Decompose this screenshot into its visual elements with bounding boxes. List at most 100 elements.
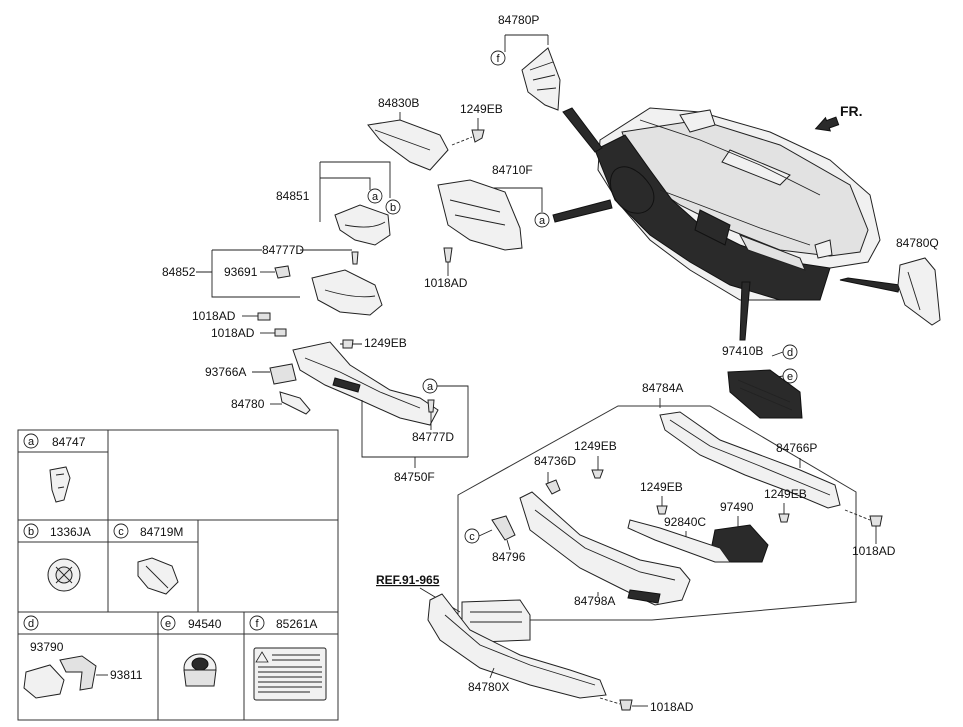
cluster-hood-84830B xyxy=(367,119,449,171)
callout-f xyxy=(490,50,506,66)
screw-1249EB-r2 xyxy=(656,505,668,515)
label-97410B: 97410B xyxy=(722,344,763,358)
label-1018AD-c: 1018AD xyxy=(211,326,255,340)
screw-1249EB-mid xyxy=(342,339,354,349)
screw-1018AD-a xyxy=(257,312,271,321)
svg-text:a: a xyxy=(539,215,546,227)
legend-part-85261A: 85261A xyxy=(276,617,317,631)
part-84780X-group: REF.91-965 84780X 1018AD xyxy=(376,573,694,714)
part-84830B-group: 84830B 1249EB xyxy=(367,96,503,171)
screw-1018AD-c xyxy=(274,328,287,337)
screw-1018AD-bottom xyxy=(619,699,633,711)
screw-1249EB-r3 xyxy=(778,513,790,523)
label-84796: 84796 xyxy=(492,550,526,564)
part-84750F-group: 1018AD 1249EB 93766A 84780 a 84777D 8475… xyxy=(205,326,469,484)
legend-cell-b: b 1336JA xyxy=(23,523,91,592)
label-84784A: 84784A xyxy=(642,381,683,395)
svg-text:c: c xyxy=(118,526,124,538)
side-cover-84780Q xyxy=(897,257,941,326)
legend-part-84747: 84747 xyxy=(52,435,86,449)
front-label: FR. xyxy=(840,103,863,119)
svg-text:e: e xyxy=(165,618,171,630)
switch-93691 xyxy=(274,265,291,279)
bracket-93811-icon xyxy=(59,655,97,691)
legend-cell-d: d 93790 93811 xyxy=(23,615,143,699)
screw-1249EB-top xyxy=(471,129,485,143)
front-arrow-icon xyxy=(814,116,840,132)
svg-text:f: f xyxy=(496,53,500,65)
svg-text:c: c xyxy=(469,531,475,543)
lower-cover-84780X xyxy=(427,593,607,699)
svg-text:e: e xyxy=(787,371,793,383)
screw-84777D-top xyxy=(351,251,359,265)
label-92840C: 92840C xyxy=(664,515,706,529)
trim-84780 xyxy=(279,391,311,415)
svg-text:a: a xyxy=(28,436,35,448)
label-1018AD-a: 1018AD xyxy=(192,309,236,323)
label-84777D-top: 84777D xyxy=(262,243,304,257)
label-1249EB-r3: 1249EB xyxy=(764,487,807,501)
legend-cell-f: f 85261A xyxy=(249,615,327,701)
svg-text:b: b xyxy=(28,526,34,538)
callout-b-84851 xyxy=(385,199,401,215)
garnish-84766P xyxy=(659,411,841,509)
cover-84780P xyxy=(521,47,561,111)
pad-84719M-icon xyxy=(137,557,179,595)
label-84710F: 84710F xyxy=(492,163,533,177)
front-direction-indicator: FR. xyxy=(814,103,863,132)
label-84777D-low: 84777D xyxy=(412,430,454,444)
label-1249EB-top: 1249EB xyxy=(460,102,503,116)
label-1018AD-b: 1018AD xyxy=(424,276,468,290)
label-1018AD-right: 1018AD xyxy=(852,544,896,558)
label-1249EB-r1: 1249EB xyxy=(574,439,617,453)
legend-cell-c: c 84719M xyxy=(113,523,183,595)
part-1018AD-right-group: 1018AD xyxy=(844,509,896,558)
svg-text:f: f xyxy=(255,618,259,630)
label-84830B: 84830B xyxy=(378,96,419,110)
label-84750F: 84750F xyxy=(394,470,435,484)
label-84780: 84780 xyxy=(231,397,265,411)
legend-cell-e: e 94540 xyxy=(160,615,222,687)
legend-part-84719M: 84719M xyxy=(140,525,183,539)
label-84851: 84851 xyxy=(276,189,310,203)
svg-text:a: a xyxy=(427,381,434,393)
clip-84736D xyxy=(545,479,561,495)
label-84780P: 84780P xyxy=(498,13,539,27)
legend-part-93811: 93811 xyxy=(110,668,143,682)
upper-shroud-84851 xyxy=(334,204,391,246)
reference-label: REF.91-965 xyxy=(376,573,440,587)
column-shroud-group: 84851 a b 84777D 84852 93691 1018AD xyxy=(162,161,401,323)
clip-84747-icon xyxy=(49,466,71,503)
legend-part-94540: 94540 xyxy=(188,617,222,631)
part-84710F-group: 84710F a 1018AD xyxy=(424,163,550,290)
label-84852: 84852 xyxy=(162,265,196,279)
screw-1018AD-b xyxy=(443,247,453,263)
part-84780P-group: 84780P f xyxy=(490,13,561,111)
label-93766A: 93766A xyxy=(205,365,246,379)
label-84736D: 84736D xyxy=(534,454,576,468)
label-84798A: 84798A xyxy=(574,594,615,608)
legend-table: a 84747 b 1336JA c 84719M d 93790 xyxy=(17,429,339,721)
screw-1018AD-right xyxy=(869,515,883,527)
part-84780Q-group: 84780Q xyxy=(896,236,941,326)
legend-cell-a: a 84747 xyxy=(23,433,86,503)
part-84784A-group: 84784A 84766P 1249EB 84736D 1249EB 97490… xyxy=(457,381,857,621)
callout-a-84851 xyxy=(367,188,383,204)
main-dashboard-crash-pad xyxy=(552,107,901,341)
label-97490: 97490 xyxy=(720,500,754,514)
label-93691: 93691 xyxy=(224,265,258,279)
callout-a-84710F xyxy=(534,212,550,228)
part-97410B-group: 97410B d e xyxy=(722,344,803,419)
label-84766P: 84766P xyxy=(776,441,817,455)
screw-84777D-low xyxy=(427,399,435,413)
svg-text:b: b xyxy=(390,202,396,214)
lamp-92840C xyxy=(627,519,731,563)
garnish-84798A xyxy=(519,491,691,606)
label-84780Q: 84780Q xyxy=(896,236,939,250)
legend-part-93790: 93790 xyxy=(30,640,64,654)
svg-text:a: a xyxy=(372,191,379,203)
svg-text:d: d xyxy=(28,618,34,630)
lower-shroud-84852 xyxy=(311,269,383,316)
fascia-84710F xyxy=(437,179,523,251)
